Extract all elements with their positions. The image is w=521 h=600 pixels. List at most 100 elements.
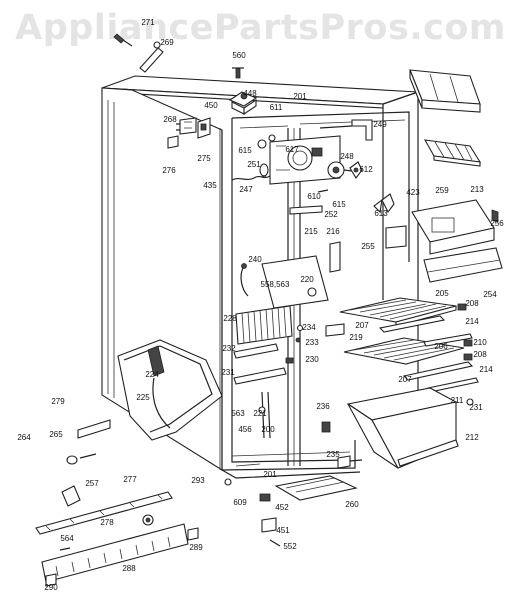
callout-215: 215 — [304, 227, 318, 236]
bracket-451 — [261, 517, 277, 533]
callout-613: 613 — [374, 209, 388, 218]
callout-552: 552 — [283, 542, 297, 551]
ice-tray-213 — [423, 139, 482, 167]
clip-289 — [187, 527, 199, 541]
callout-254: 254 — [483, 290, 497, 299]
callout-278: 278 — [100, 518, 114, 527]
valve-235 — [337, 455, 363, 469]
base-grille-288 — [41, 523, 189, 583]
clip-231 — [466, 398, 474, 406]
callout-271: 271 — [141, 18, 155, 27]
callout-435: 435 — [203, 181, 217, 190]
bracket-236 — [321, 421, 331, 433]
callout-225: 225 — [136, 393, 150, 402]
callout-232: 232 — [222, 344, 236, 353]
bracket-219 — [325, 323, 345, 337]
callout-211: 211 — [451, 396, 464, 405]
callout-240: 240 — [248, 255, 262, 264]
callout-220: 220 — [300, 275, 314, 284]
screw-552 — [269, 539, 281, 547]
screw-564 — [59, 547, 71, 551]
callout-279: 279 — [51, 397, 65, 406]
shelf-trim-207b — [402, 361, 474, 381]
callout-423: 423 — [406, 188, 420, 197]
callout-275: 275 — [197, 154, 211, 163]
callout-234: 234 — [302, 323, 316, 332]
callout-611: 611 — [270, 103, 283, 112]
knob-257 — [61, 485, 81, 507]
callout-208: 208 — [465, 299, 479, 308]
callout-206: 206 — [434, 342, 448, 351]
callout-201: 201 — [263, 470, 277, 479]
door-shelf-259 — [411, 199, 495, 255]
callout-230: 230 — [305, 355, 319, 364]
callout-269: 269 — [160, 38, 174, 47]
drain-pan-260 — [274, 475, 358, 501]
callout-207: 207 — [398, 375, 412, 384]
callout-451: 451 — [276, 526, 290, 535]
callout-265: 265 — [49, 430, 63, 439]
callout-563: 563 — [231, 409, 245, 418]
callout-450: 450 — [204, 101, 218, 110]
wire-harness-435 — [231, 175, 271, 181]
callout-610: 610 — [307, 192, 321, 201]
callout-259: 259 — [435, 186, 449, 195]
toe-rail-277 — [35, 491, 173, 535]
crisper-drawer-211 — [346, 387, 459, 469]
shelf-trim-207 — [378, 315, 446, 333]
callout-252: 252 — [324, 210, 338, 219]
callout-558-563: 558,563 — [261, 280, 290, 289]
screw-234 — [296, 324, 304, 332]
clip-609 — [259, 493, 271, 502]
panel-255 — [385, 225, 407, 249]
callout-224: 224 — [145, 370, 159, 379]
thermostat-268 — [176, 117, 197, 135]
callout-448: 448 — [243, 89, 257, 98]
callout-609: 609 — [233, 498, 247, 507]
callout-276: 276 — [162, 166, 176, 175]
drain-trough-232 — [233, 343, 279, 359]
callout-264: 264 — [17, 433, 31, 442]
callout-231: 231 — [469, 403, 483, 412]
callout-290: 290 — [44, 583, 58, 592]
callout-214: 214 — [479, 365, 493, 374]
fan-blade-612 — [349, 161, 363, 179]
callout-207: 207 — [355, 321, 369, 330]
callout-213: 213 — [470, 185, 484, 194]
watermark: AppliancePartsPros.com — [15, 8, 506, 48]
callout-251: 251 — [247, 160, 261, 169]
callout-452: 452 — [275, 503, 289, 512]
insulation-216 — [329, 241, 341, 273]
bulb-251 — [259, 163, 269, 177]
callout-214: 214 — [465, 317, 479, 326]
callout-231: 231 — [221, 368, 235, 377]
frame-201-bottom — [235, 463, 261, 467]
defrost-timer-269 — [113, 33, 164, 73]
fan-613 — [373, 193, 395, 214]
support-208 — [457, 303, 473, 361]
light-socket-615 — [257, 134, 276, 149]
callout-221: 221 — [253, 409, 267, 418]
shelf-bracket-252 — [289, 205, 323, 215]
support-210 — [463, 339, 473, 347]
callout-615: 615 — [238, 146, 252, 155]
cord-240 — [240, 263, 249, 297]
grommet-221 — [258, 406, 266, 414]
pin-265 — [79, 453, 97, 459]
callout-288: 288 — [122, 564, 136, 573]
callout-289: 289 — [189, 543, 203, 552]
callout-236: 236 — [316, 402, 330, 411]
roller-278 — [142, 514, 154, 526]
drain-pan-231 — [233, 367, 287, 385]
callout-201: 201 — [293, 92, 307, 101]
plug-264 — [66, 455, 78, 465]
callout-205: 205 — [435, 289, 449, 298]
door-bin-254 — [423, 247, 503, 283]
callout-277: 277 — [123, 475, 137, 484]
cover-220 — [261, 255, 329, 309]
screw-610 — [317, 189, 329, 193]
callout-249: 249 — [373, 120, 387, 129]
callout-293: 293 — [191, 476, 205, 485]
